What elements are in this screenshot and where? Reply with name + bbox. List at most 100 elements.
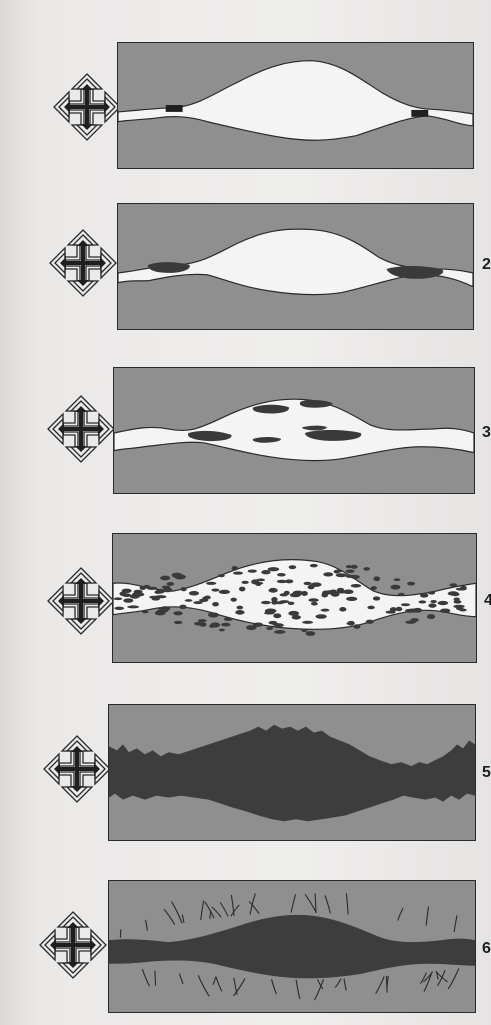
callus-fragment <box>208 612 219 617</box>
bone-panel-2 <box>117 203 474 330</box>
trabecular-line <box>164 909 175 924</box>
callus-fragment <box>155 611 166 616</box>
callus-fragment <box>254 582 264 585</box>
callus-fragment <box>253 405 289 414</box>
callus-fragment <box>127 605 139 608</box>
trabecular-line <box>344 979 346 991</box>
callus-fragment <box>367 606 375 610</box>
callus-fragment <box>288 611 299 616</box>
trabecular-line <box>335 979 341 988</box>
callus-fragment <box>239 587 245 592</box>
trabecular-line <box>146 920 148 931</box>
callus-fragment <box>218 574 225 577</box>
callus-fragment <box>261 570 270 574</box>
callus-fragment <box>428 591 435 594</box>
four-way-arrows-icon <box>48 228 118 298</box>
callus-fragment <box>351 565 358 569</box>
callus-fragment <box>274 630 285 634</box>
callus-fragment <box>264 612 275 615</box>
callus-fragment <box>161 606 171 611</box>
callus-fragment <box>394 578 401 581</box>
callus-fragment <box>321 609 330 612</box>
callus-fragment <box>371 586 377 590</box>
trabecular-line <box>346 893 348 914</box>
callus-fragment <box>346 597 357 601</box>
woven-bone-callus <box>109 725 475 822</box>
callus-fragment <box>271 600 277 605</box>
callus-fragment <box>233 572 243 575</box>
bone-panel-3 <box>113 367 475 494</box>
callus-fragment <box>304 582 312 585</box>
callus-fragment <box>140 586 147 590</box>
callus-fragment <box>202 597 208 600</box>
callus-fragment <box>181 587 187 591</box>
trabecular-line <box>216 977 222 992</box>
callus-fragment <box>363 567 370 571</box>
trabecular-line <box>426 907 428 926</box>
stage-number: 5 <box>482 764 491 782</box>
callus-fragment <box>160 576 170 581</box>
fracture-gap <box>114 399 474 461</box>
callus-fragment <box>420 593 428 598</box>
callus-fragment <box>248 569 257 572</box>
callus-fragment <box>440 609 450 613</box>
callus-fragment <box>280 593 288 596</box>
callus-fragment <box>292 615 301 620</box>
callus-fragment <box>149 596 160 599</box>
callus-fragment <box>142 610 148 613</box>
callus-fragment <box>277 573 286 577</box>
callus-fragment <box>438 601 449 605</box>
stage-number: 2 <box>482 256 491 274</box>
callus-fragment <box>336 591 347 594</box>
trabecular-line <box>376 976 385 993</box>
four-way-arrows-icon <box>52 72 122 142</box>
callus-fragment <box>185 599 193 602</box>
callus-fragment <box>311 582 322 587</box>
callus-fragment <box>448 591 459 595</box>
callus-fragment <box>407 582 415 586</box>
callus-fragment <box>346 570 355 573</box>
callus-bridge-right <box>411 110 428 117</box>
trabecular-line <box>220 902 228 916</box>
callus-fragment <box>277 580 288 583</box>
fracture-gap <box>118 61 473 141</box>
trabecular-line <box>305 894 316 913</box>
callus-fragment <box>147 587 158 590</box>
callus-fragment <box>219 629 225 632</box>
callus-fragment <box>237 606 244 610</box>
callus-fragment <box>194 622 202 626</box>
callus-fragment <box>315 614 326 619</box>
trabecular-line <box>142 969 149 986</box>
callus-fragment <box>273 623 282 626</box>
callus-bridge-left <box>166 105 183 112</box>
callus-fragment <box>390 585 400 590</box>
callus-fragment <box>210 622 220 627</box>
callus-fragment <box>396 607 403 612</box>
trabecular-line <box>210 911 211 919</box>
trabecular-line <box>272 979 277 994</box>
callus-fragment <box>459 609 467 612</box>
stage-number: 6 <box>482 940 491 958</box>
callus-fragment <box>206 582 216 585</box>
callus-fragment <box>221 623 231 627</box>
callus-fragment <box>306 631 316 636</box>
trabecular-line <box>296 979 300 999</box>
four-way-arrows-icon <box>38 910 108 980</box>
callus-fragment <box>167 582 175 586</box>
trabecular-line <box>291 894 295 912</box>
trabecular-line <box>438 970 446 986</box>
callus-fragment <box>346 575 356 578</box>
callus-fragment <box>266 627 273 630</box>
trabecular-line <box>179 973 183 983</box>
callus-fragment <box>179 605 186 610</box>
callus-fragment <box>401 603 410 606</box>
callus-fragment <box>241 581 248 584</box>
callus-fragment <box>310 564 318 568</box>
bone-panel-4 <box>112 533 477 663</box>
callus-fragment <box>427 614 435 619</box>
callus-fragment <box>428 603 436 608</box>
trabecular-line <box>231 905 239 916</box>
callus-fragment <box>346 622 353 625</box>
callus-fragment <box>134 590 143 594</box>
callus-fragment <box>173 611 182 615</box>
